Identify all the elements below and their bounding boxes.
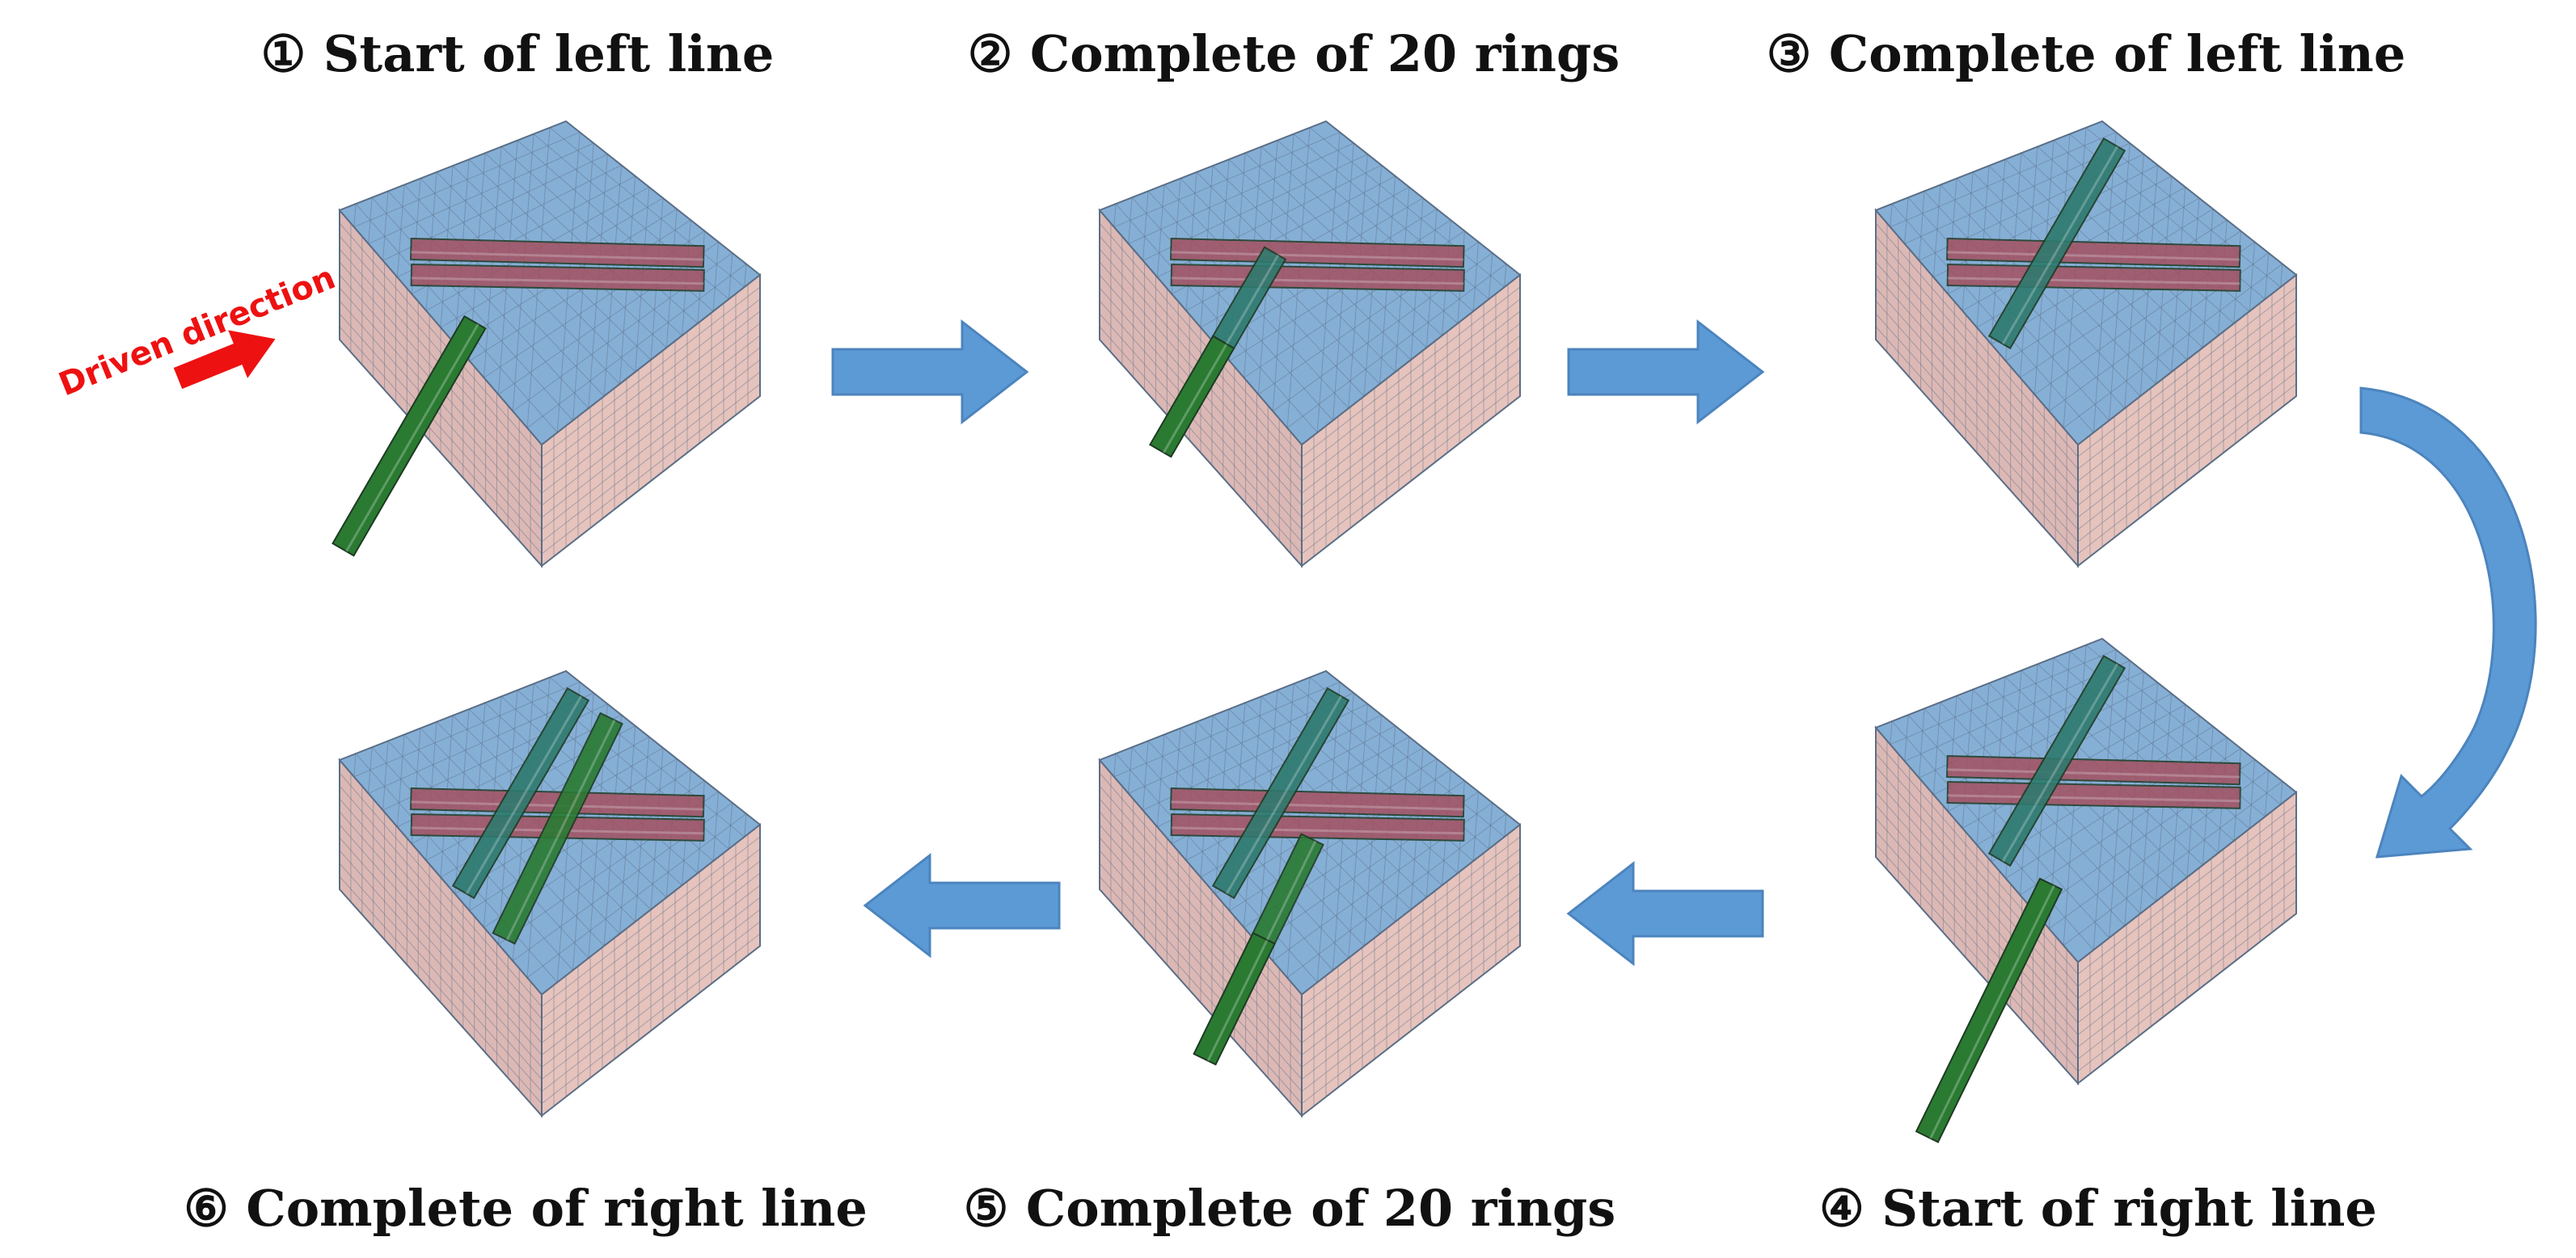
model-step6 bbox=[267, 655, 833, 1172]
existing-tunnel-1 bbox=[1945, 754, 2241, 786]
new-tunnel-left bbox=[332, 314, 487, 557]
existing-tunnel-2 bbox=[1170, 263, 1465, 292]
existing-tunnel-1 bbox=[1945, 237, 2241, 268]
existing-tunnel-2 bbox=[1946, 780, 2241, 809]
flow-arrow-1-to-2-icon bbox=[825, 315, 1035, 428]
caption-step1: ① Start of left line bbox=[260, 24, 775, 83]
existing-tunnel-1 bbox=[409, 237, 705, 268]
driven-direction-annotation: Driven direction bbox=[49, 243, 341, 437]
flow-arrow-3-to-4-curved-icon bbox=[2329, 372, 2571, 897]
new-tunnel-right bbox=[1915, 877, 2063, 1143]
new-tunnel-right-inside bbox=[1252, 833, 1324, 945]
model-step4 bbox=[1803, 623, 2369, 1143]
model-step1 bbox=[267, 105, 833, 623]
existing-tunnel-1 bbox=[1169, 237, 1465, 268]
caption-step5: ⑤ Complete of 20 rings bbox=[963, 1179, 1616, 1238]
caption-step6: ⑥ Complete of right line bbox=[184, 1179, 868, 1238]
flow-arrow-4-to-5-icon bbox=[1560, 857, 1771, 970]
existing-tunnel-1 bbox=[1169, 787, 1465, 818]
driven-direction-arrow-icon bbox=[173, 330, 276, 389]
flow-arrow-2-to-3-icon bbox=[1560, 315, 1771, 428]
new-tunnel-right bbox=[492, 711, 623, 945]
model-step3 bbox=[1803, 105, 2369, 623]
new-tunnel-left bbox=[451, 687, 590, 900]
new-tunnel-left bbox=[1211, 687, 1350, 900]
model-step2 bbox=[1027, 105, 1593, 623]
caption-step4: ④ Start of right line bbox=[1819, 1179, 2377, 1238]
new-tunnel-left bbox=[1987, 137, 2126, 350]
existing-tunnel-2 bbox=[410, 263, 705, 292]
model-step5 bbox=[1027, 655, 1593, 1172]
new-tunnel-left-inside bbox=[1211, 246, 1287, 350]
flow-arrow-5-to-6-icon bbox=[857, 849, 1067, 962]
caption-step2: ② Complete of 20 rings bbox=[967, 24, 1620, 83]
existing-tunnel-2 bbox=[1170, 813, 1465, 842]
caption-step3: ③ Complete of left line bbox=[1766, 24, 2406, 83]
new-tunnel-left bbox=[1987, 655, 2126, 868]
existing-tunnel-2 bbox=[1946, 263, 2241, 292]
